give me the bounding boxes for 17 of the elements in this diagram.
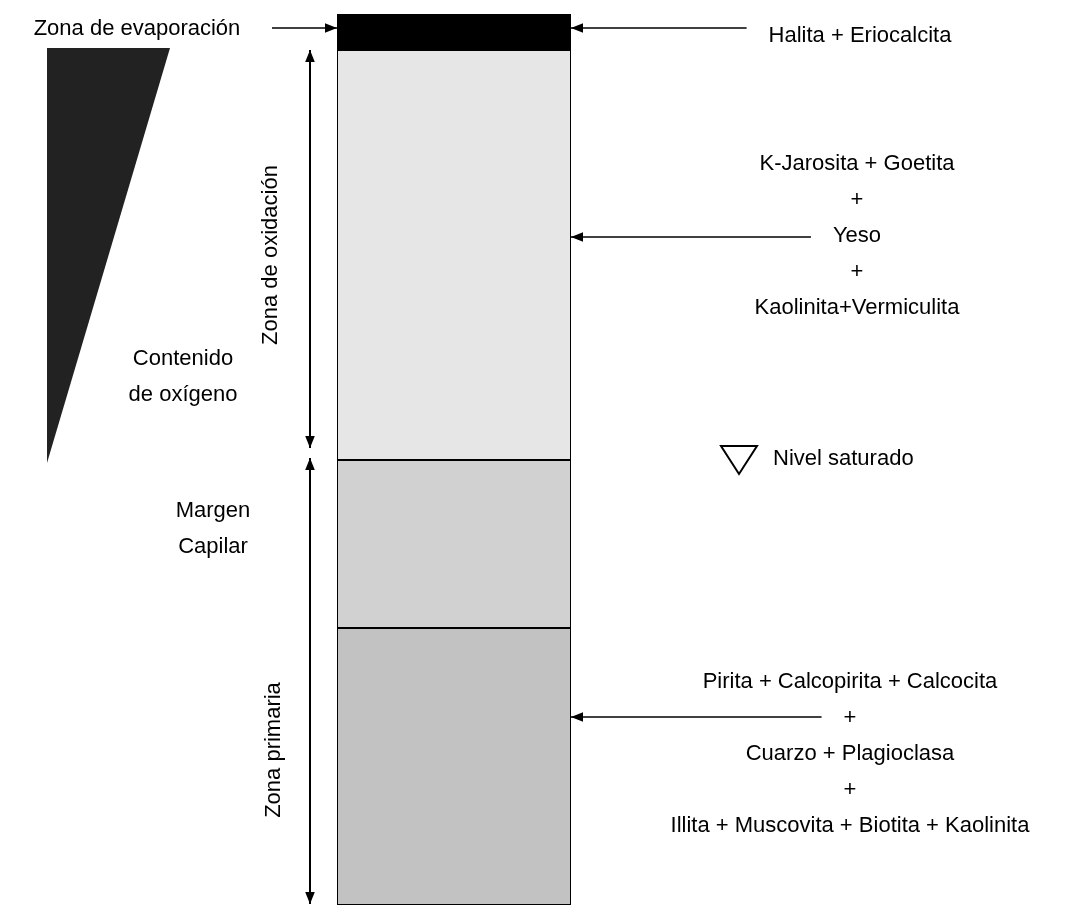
- mineral-label: Pirita + Calcopirita + Calcocita + Cuarzo + Plagioclasa + Illita + Muscovita + Biotita + Kaolinita: [612, 663, 1088, 843]
- soil-layer: [337, 14, 571, 50]
- zone-label: Contenido de oxígeno: [127, 344, 239, 408]
- arrow: [570, 23, 748, 33]
- legend-label: Nivel saturado: [773, 444, 914, 472]
- mineral-label: K-Jarosita + Goetita + Yeso + Kaolinita+Vermiculita: [720, 145, 994, 325]
- zone-label: Margen Capilar: [174, 496, 252, 560]
- soil-layer: [337, 50, 571, 460]
- arrow: [271, 23, 338, 33]
- zone-label: Zona de oxidación: [256, 164, 283, 347]
- mineral-label: Halita + Eriocalcita: [700, 17, 1020, 53]
- arrow: [570, 232, 812, 242]
- soil-layer: [337, 460, 571, 628]
- zone-label: Zona de evaporación: [2, 10, 272, 46]
- zone-label: Zona primaria: [259, 681, 286, 820]
- arrow: [570, 712, 823, 722]
- soil-layer: [337, 628, 571, 905]
